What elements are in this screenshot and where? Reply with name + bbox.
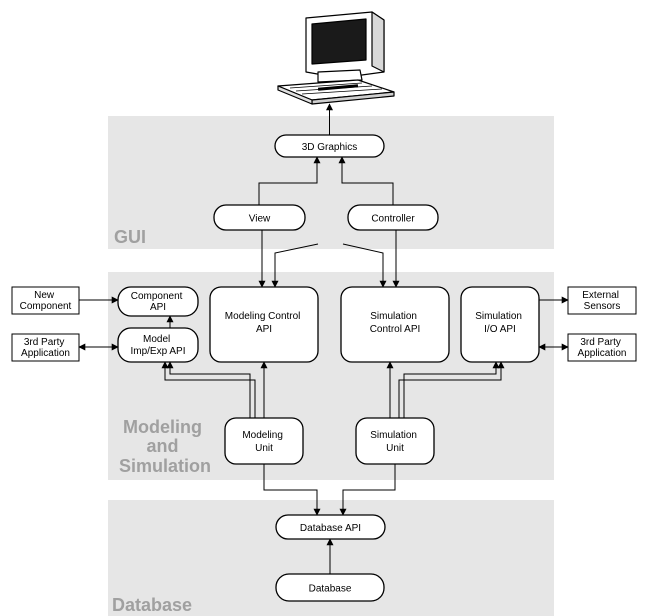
node-label-line: Modeling: [242, 430, 283, 441]
node-modeling-unit: Modeling Unit: [224, 417, 304, 465]
node-label-line: Component: [131, 291, 183, 302]
edge-controller-to-3d-graphics: [338, 156, 394, 205]
computer-terminal-icon: [277, 11, 395, 105]
node-label-line: Control API: [370, 324, 421, 335]
node-view: View: [213, 204, 306, 231]
node-label-line: API: [256, 324, 272, 335]
node-label-line: Database: [309, 584, 352, 595]
node-controller: Controller: [347, 204, 439, 231]
node-label-line: Simulation: [370, 311, 417, 322]
edge-modeling-unit-to-model-api: [166, 361, 251, 418]
edge-simulation-unit-to-database-api: [339, 464, 396, 516]
external-third-party-application-left: 3rd Party Application: [11, 333, 80, 362]
edge-gui-to-simulation-control-api-a: [342, 243, 387, 288]
svg-text:Modeling Unit: Modeling Unit: [242, 430, 285, 454]
edge-simulation-unit-to-simulation-io-api: [403, 361, 500, 418]
node-model-imp-exp-api: Model Imp/Exp API: [117, 327, 199, 363]
external-label-line: Application: [578, 348, 627, 359]
node-label-line: View: [249, 214, 271, 225]
layer-label-line: and: [146, 436, 178, 456]
node-label-line: API: [150, 302, 166, 313]
svg-text:3D Graphics: 3D Graphics: [302, 142, 358, 153]
node-component-api: Component API: [117, 286, 199, 317]
node-label-line: 3D Graphics: [302, 142, 358, 153]
edge-modeling-unit-to-database-api: [263, 464, 321, 516]
svg-text:Simulation Unit: Simulation Unit: [370, 430, 419, 454]
external-new-component: New Component: [11, 286, 80, 315]
node-simulation-control-api: Simulation Control API: [340, 286, 450, 363]
gui-layer-label: GUI: [114, 227, 146, 247]
layer-label-line: Simulation: [119, 456, 211, 476]
external-label-line: Sensors: [584, 301, 621, 312]
external-label-line: New: [34, 290, 55, 301]
node-label-line: Controller: [371, 214, 415, 225]
external-label-line: Component: [20, 301, 72, 312]
svg-text:Model Imp/Exp API: Model Imp/Exp API: [130, 334, 185, 357]
node-label-line: Simulation: [370, 430, 417, 441]
svg-text:New Component: New Component: [20, 290, 72, 312]
external-label-line: 3rd Party: [580, 337, 621, 348]
node-database-api: Database API: [275, 514, 386, 540]
svg-text:Simulation Control API: Simulation Control API: [370, 311, 421, 335]
edge-view-to-3d-graphics: [258, 156, 321, 205]
node-label-line: Unit: [386, 443, 404, 454]
svg-text:3rd Party Application: 3rd Party Application: [21, 337, 70, 359]
svg-text:External Sensors: External Sensors: [582, 290, 621, 312]
node-label-line: Simulation: [475, 311, 522, 322]
modeling-simulation-layer-label: Modeling and Simulation: [119, 417, 211, 476]
layer-label-line: Modeling: [123, 417, 202, 437]
node-label-line: Unit: [255, 443, 273, 454]
edge-gui-to-modeling-control-api-b: [271, 243, 319, 288]
external-label-line: 3rd Party: [24, 337, 65, 348]
node-database: Database: [275, 573, 385, 602]
external-third-party-application-right: 3rd Party Application: [567, 333, 637, 362]
node-label-line: Modeling Control: [225, 311, 301, 322]
svg-text:Component API: Component API: [131, 291, 185, 313]
svg-text:View: View: [249, 214, 271, 225]
node-label-line: I/O API: [484, 324, 516, 335]
svg-text:3rd Party Application: 3rd Party Application: [578, 337, 627, 359]
svg-text:Controller: Controller: [371, 214, 415, 225]
external-label-line: External: [582, 290, 619, 301]
external-external-sensors: External Sensors: [567, 286, 637, 315]
node-simulation-unit: Simulation Unit: [355, 417, 435, 465]
node-3d-graphics: 3D Graphics: [274, 134, 385, 158]
node-label-line: Imp/Exp API: [130, 346, 185, 357]
svg-text:Database: Database: [309, 584, 352, 595]
node-modeling-control-api: Modeling Control API: [209, 286, 319, 363]
edge-modeling-unit-to-model-api-2: [161, 361, 256, 418]
svg-text:Simulation I/O API: Simulation I/O API: [475, 311, 524, 335]
node-label-line: Model: [143, 334, 170, 345]
node-label-line: Database API: [300, 523, 361, 534]
database-layer-label: Database: [112, 595, 192, 615]
svg-text:Database API: Database API: [300, 523, 361, 534]
svg-text:Modeling Control API: Modeling Control API: [225, 311, 303, 335]
external-label-line: Application: [21, 348, 70, 359]
edge-simulation-unit-to-simulation-io-api-2: [398, 361, 505, 418]
node-simulation-io-api: Simulation I/O API: [460, 286, 540, 363]
